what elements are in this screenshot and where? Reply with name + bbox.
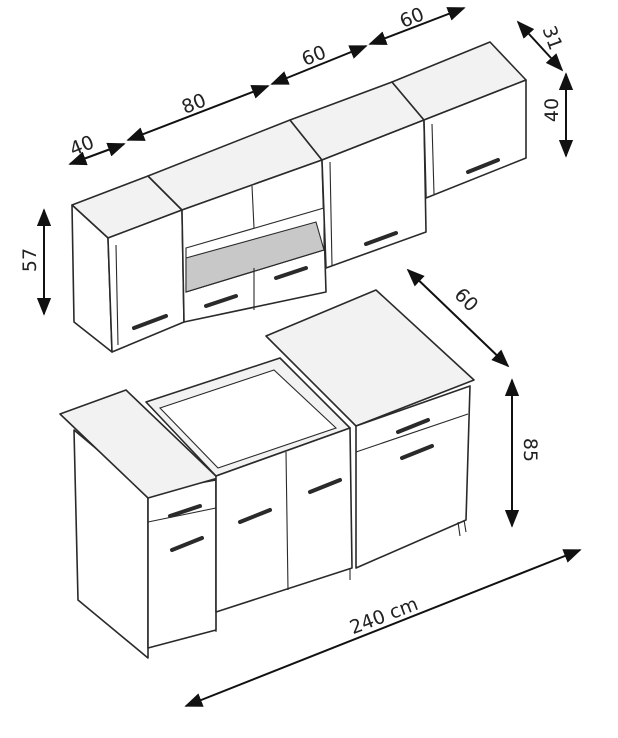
door-handle (132, 314, 168, 330)
door-handle (308, 478, 342, 494)
dim-label-upper-w60b: 60 (397, 3, 428, 32)
dim-label-upper-h57: 57 (19, 248, 41, 272)
dim-label-total-width: 240 cm (347, 593, 421, 639)
dim-label-base-depth: 60 (450, 284, 483, 317)
base-cabinet-right-with-drawer (265, 289, 475, 569)
upper-cabinet-60-b (391, 41, 527, 199)
door-handle (238, 508, 272, 524)
door-handle (466, 158, 500, 174)
drawer-handle (168, 504, 202, 518)
dimension-arrows (36, 7, 582, 707)
drawer-handle (204, 294, 238, 308)
door-handle (400, 444, 434, 460)
dim-label-upper-h40: 40 (541, 98, 563, 122)
drawer-handle (396, 418, 430, 434)
dim-label-base-height: 85 (519, 438, 541, 462)
door-handle (364, 231, 398, 246)
drawer-handle (274, 266, 308, 280)
upper-cabinet-80-open (147, 119, 327, 323)
upper-cabinet-40 (71, 175, 185, 353)
dim-label-upper-w60a: 60 (299, 41, 330, 70)
door-handle (170, 536, 204, 552)
dim-label-upper-w80: 80 (179, 89, 210, 118)
